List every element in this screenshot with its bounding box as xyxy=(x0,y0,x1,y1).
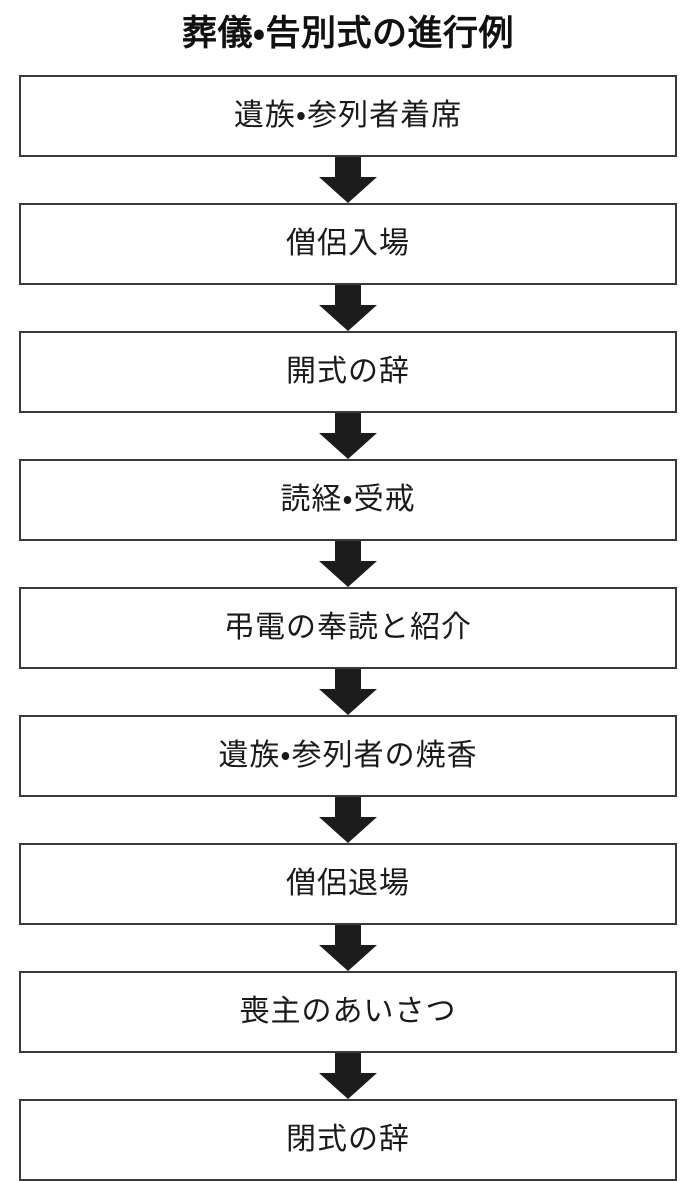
flow-step: 閉式の辞 xyxy=(19,1099,677,1181)
step-box-1: 遺族・参列者着席 xyxy=(19,75,677,157)
arrow-down-icon xyxy=(319,925,377,971)
flow-step: 読経・受戒 xyxy=(19,459,677,541)
step-list: 遺族・参列者着席 僧侶入場 開式の辞 xyxy=(19,75,677,1181)
step-box-7: 僧侶退場 xyxy=(19,843,677,925)
flow-step: 喪主のあいさつ xyxy=(19,971,677,1053)
step-label: 喪主のあいさつ xyxy=(239,994,457,1029)
arrow-down-icon xyxy=(319,541,377,587)
step-box-4: 読経・受戒 xyxy=(19,459,677,541)
connector-3 xyxy=(19,413,677,459)
step-box-3: 開式の辞 xyxy=(19,331,677,413)
arrow-down-icon xyxy=(319,157,377,203)
step-box-6: 遺族・参列者の焼香 xyxy=(19,715,677,797)
connector-7 xyxy=(19,925,677,971)
arrow-down-icon xyxy=(319,285,377,331)
step-box-5: 弔電の奉読と紹介 xyxy=(19,587,677,669)
connector-4 xyxy=(19,541,677,587)
flow-step: 弔電の奉読と紹介 xyxy=(19,587,677,669)
step-label: 弔電の奉読と紹介 xyxy=(224,610,472,645)
flow-step: 開式の辞 xyxy=(19,331,677,413)
step-label: 読経・受戒 xyxy=(280,482,416,517)
flow-step: 遺族・参列者の焼香 xyxy=(19,715,677,797)
page-title: 葬儀・告別式の進行例 xyxy=(182,14,514,54)
connector-2 xyxy=(19,285,677,331)
arrow-down-icon xyxy=(319,797,377,843)
connector-6 xyxy=(19,797,677,843)
step-label: 開式の辞 xyxy=(286,354,410,389)
connector-1 xyxy=(19,157,677,203)
step-label: 遺族・参列者着席 xyxy=(233,98,463,133)
step-label: 閉式の辞 xyxy=(286,1122,410,1157)
flow-step: 僧侶入場 xyxy=(19,203,677,285)
flow-step: 遺族・参列者着席 xyxy=(19,75,677,157)
step-label: 僧侶入場 xyxy=(286,226,410,261)
arrow-down-icon xyxy=(319,1053,377,1099)
connector-8 xyxy=(19,1053,677,1099)
step-label: 遺族・参列者の焼香 xyxy=(218,738,478,773)
flow-step: 僧侶退場 xyxy=(19,843,677,925)
arrow-down-icon xyxy=(319,413,377,459)
arrow-down-icon xyxy=(319,669,377,715)
step-box-2: 僧侶入場 xyxy=(19,203,677,285)
step-box-9: 閉式の辞 xyxy=(19,1099,677,1181)
step-box-8: 喪主のあいさつ xyxy=(19,971,677,1053)
connector-5 xyxy=(19,669,677,715)
step-label: 僧侶退場 xyxy=(286,866,410,901)
